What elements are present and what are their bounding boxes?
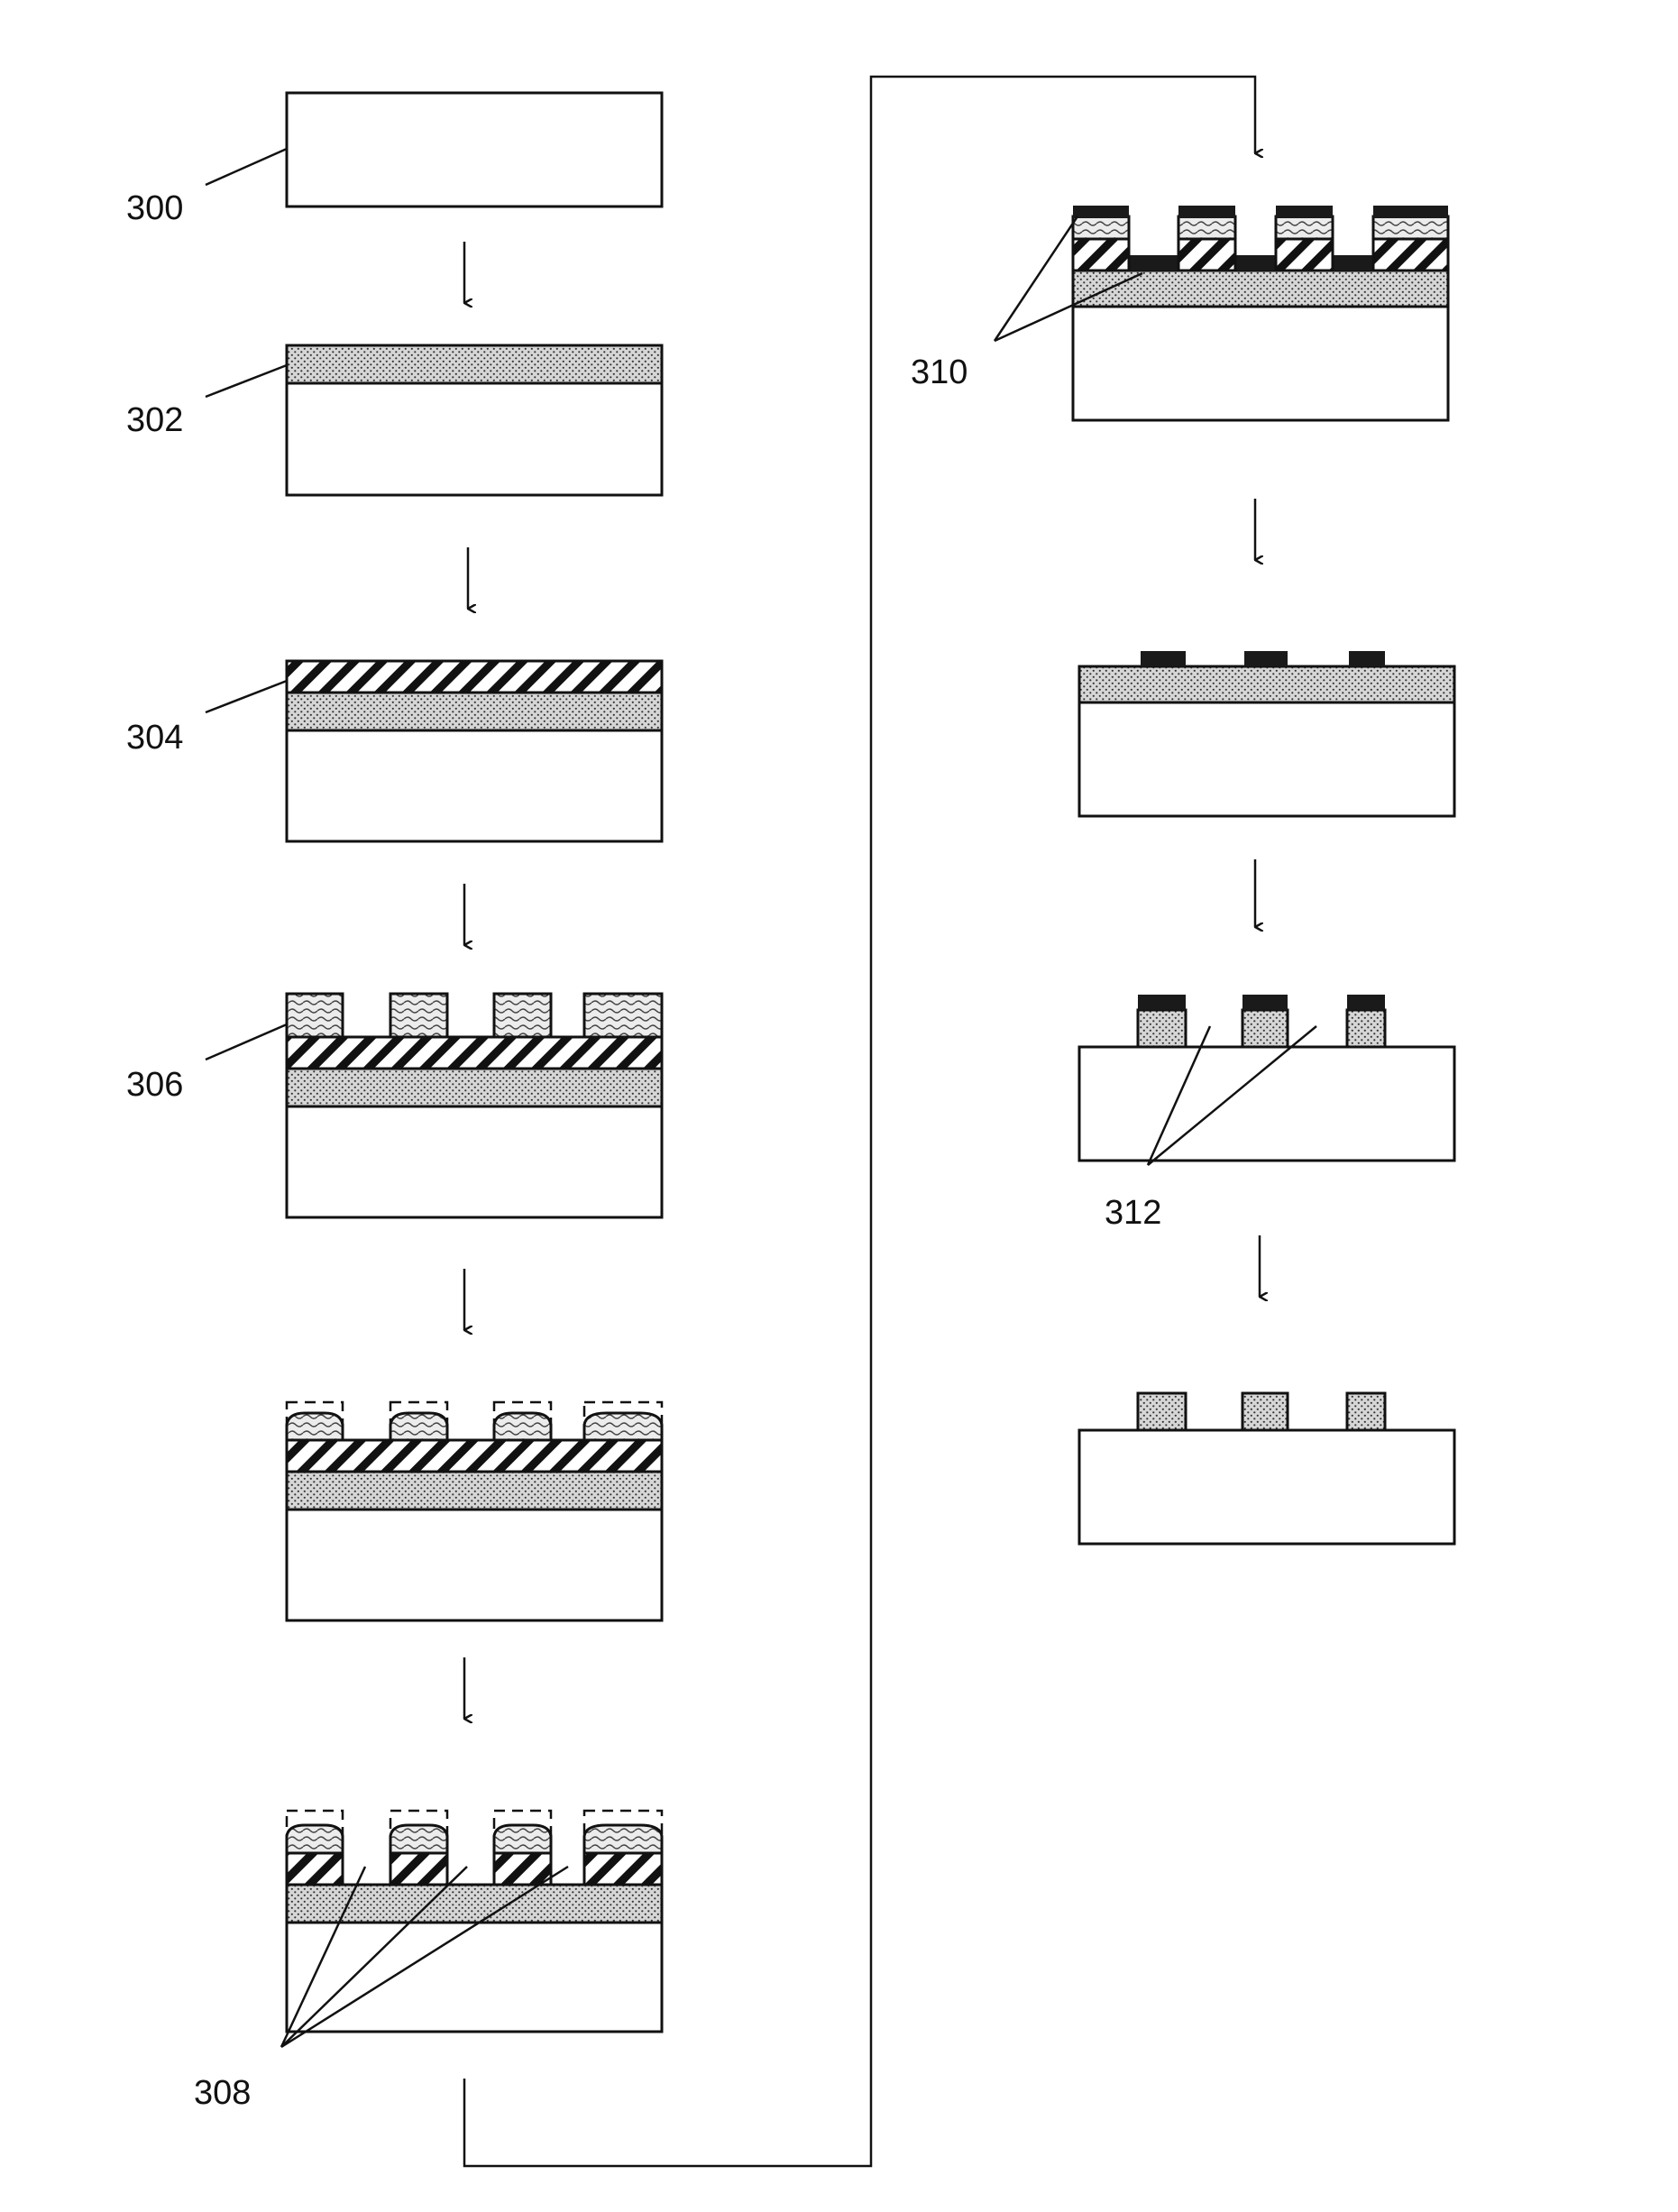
leader-line-306 (206, 1024, 287, 1060)
step-300-substrate (287, 93, 662, 207)
label-306: 306 (126, 1066, 183, 1104)
step-liftoff-metal (1079, 651, 1454, 816)
label-300: 300 (126, 189, 183, 227)
label-312: 312 (1105, 1194, 1161, 1232)
step-302-oxide-layer (287, 345, 662, 495)
leader-line-304 (206, 681, 287, 712)
step-310-metal-deposition (1073, 206, 1448, 420)
label-308: 308 (194, 2074, 251, 2112)
step-304-hatched-layer (287, 661, 662, 841)
label-310: 310 (911, 353, 967, 391)
step-306-patterned-resist (287, 994, 662, 1217)
leader-line-302 (206, 365, 287, 397)
step-final-pillars (1079, 1393, 1454, 1544)
label-302: 302 (126, 401, 183, 439)
label-304: 304 (126, 719, 183, 757)
step-312-oxide-pillars (1079, 995, 1454, 1161)
step-308-etched-stacks (287, 1811, 662, 2032)
leader-line-300 (206, 149, 287, 185)
step-resist-trim (287, 1402, 662, 1620)
